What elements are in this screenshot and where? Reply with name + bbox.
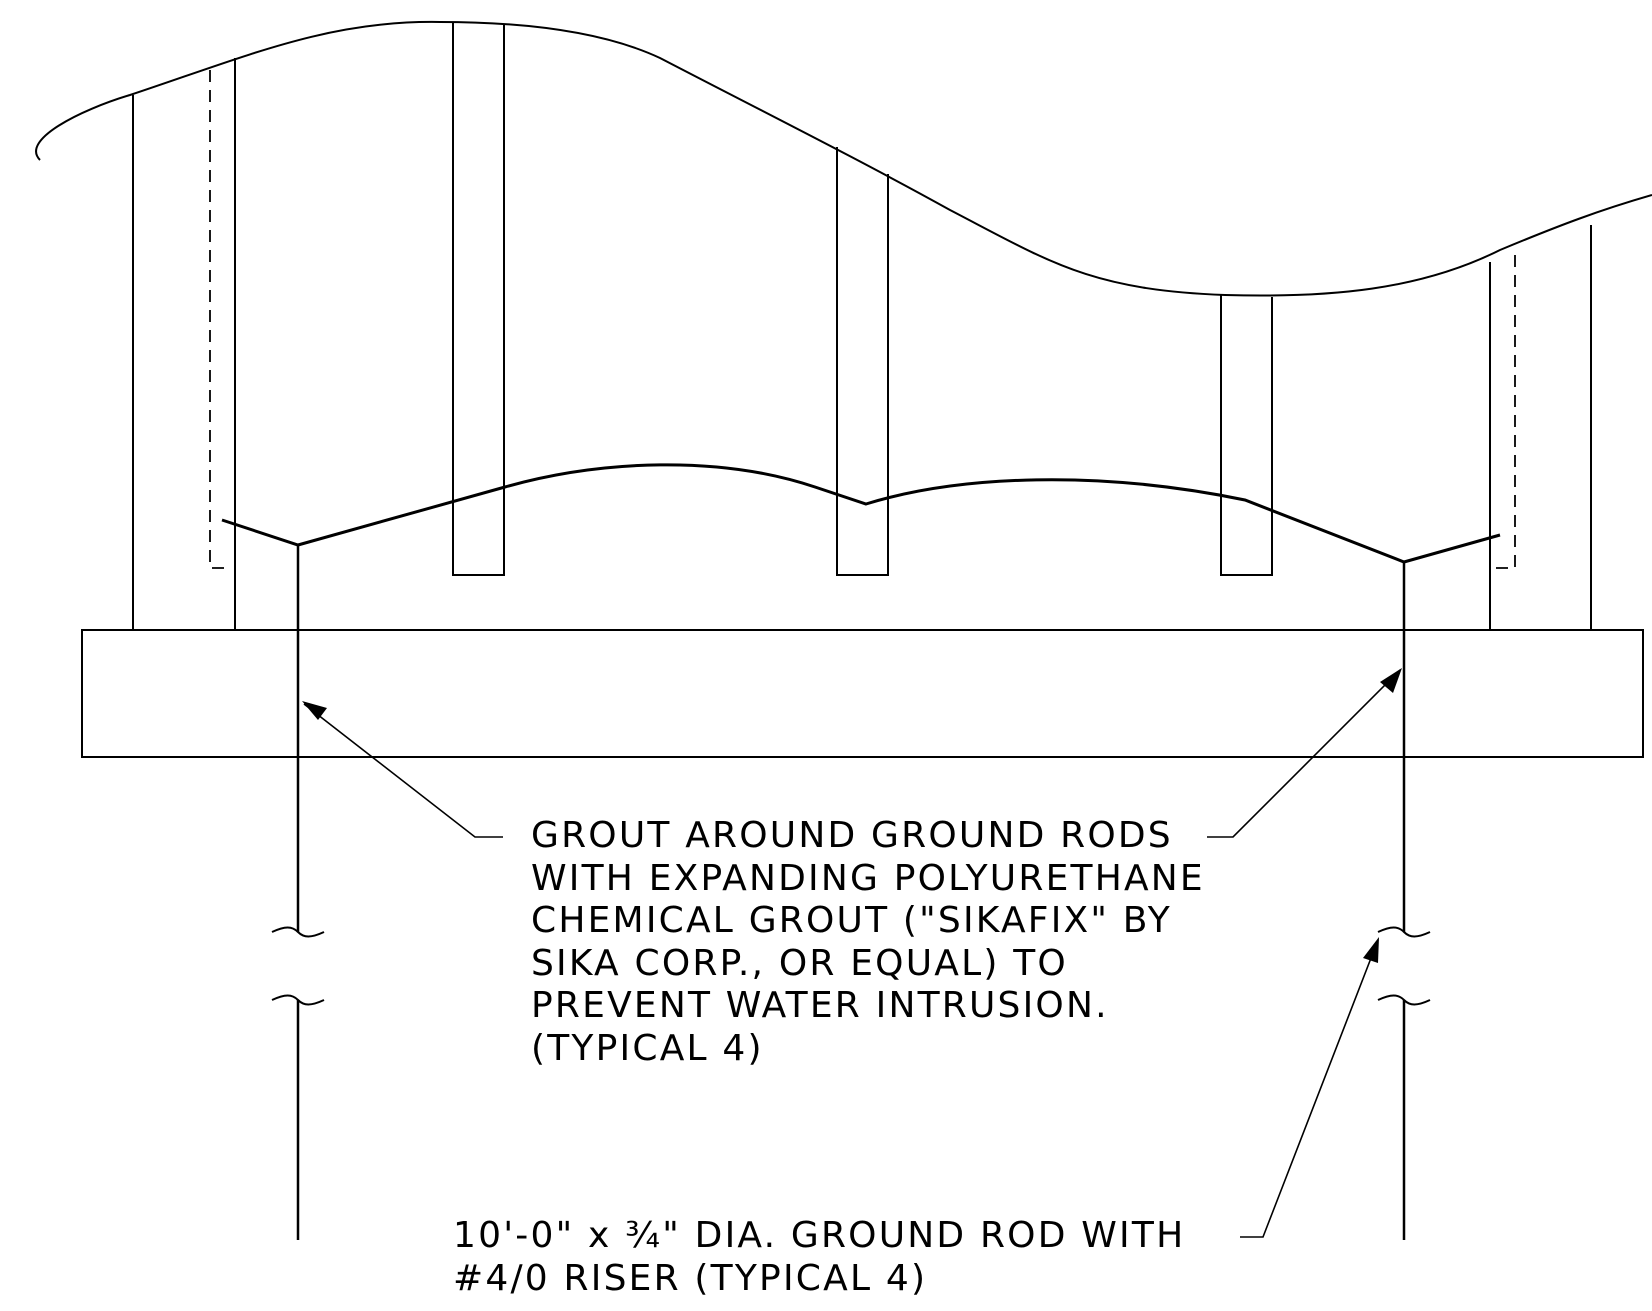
grout-note-line: SIKA CORP., OR EQUAL) TO [531, 942, 1068, 984]
ground-rod-leader [1240, 939, 1379, 1238]
grout-note-line: WITH EXPANDING POLYURETHANE [531, 857, 1205, 899]
grout-leader-left [303, 703, 503, 838]
lower-break-line [221, 463, 1501, 564]
ground-rod-note-line: 10'-0" x ¾" DIA. GROUND ROD WITH [453, 1215, 1186, 1256]
grout-leader-right [1207, 669, 1401, 838]
grout-note-line: CHEMICAL GROUT ("SIKAFIX" BY [531, 900, 1172, 941]
ground-rod-arrowhead [1363, 937, 1379, 963]
grout-note-line: (TYPICAL 4) [531, 1027, 764, 1069]
grout-note-line: GROUT AROUND GROUND RODS [531, 815, 1173, 856]
break-symbol-left-top [271, 926, 325, 938]
left-hidden-outline [209, 70, 230, 569]
break-symbol-right-bottom [1377, 994, 1431, 1006]
break-symbol-right-top [1377, 926, 1431, 938]
grout-arrowhead-left [302, 701, 327, 720]
pier-1 [452, 22, 505, 576]
ground-rod-note-line: #4/0 RISER (TYPICAL 4) [453, 1257, 928, 1299]
right-hidden-outline [1493, 255, 1516, 569]
break-symbol-left-bottom [271, 994, 325, 1006]
pier-2 [836, 147, 889, 576]
grout-note: GROUT AROUND GROUND RODS WITH EXPANDING … [531, 815, 1205, 1070]
footing-slab [81, 629, 1644, 758]
grout-note-line: PREVENT WATER INTRUSION. [531, 985, 1109, 1026]
upper-break-line [35, 20, 1652, 297]
pier-3 [1220, 295, 1273, 576]
grout-arrowhead-right [1380, 668, 1402, 693]
ground-rod-note: 10'-0" x ¾" DIA. GROUND ROD WITH #4/0 RI… [453, 1215, 1185, 1300]
